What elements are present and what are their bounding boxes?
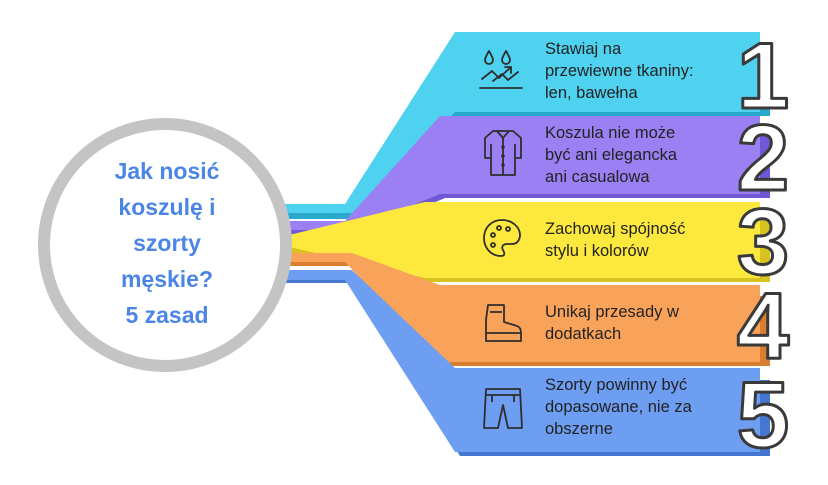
number-labels: 1 2 3 4 5 [735,22,790,469]
item-1-text: Stawiaj na przewiewne tkaniny: len, bawe… [545,40,694,102]
band-1 [285,32,770,219]
band-1-shape [285,32,760,213]
band-5 [285,270,770,456]
band-2-shape [285,116,760,230]
water-drops-icon [479,50,523,89]
center-ring [38,118,292,372]
shorts-icon [483,388,523,429]
boot-icon [485,304,522,342]
palette-icon [483,219,521,257]
band-5-shape [285,270,760,452]
item-2-text: Koszula nie może być ani elegancka ani c… [545,124,678,186]
item-4-text: Unikaj przesady w dodatkach [545,303,679,343]
item-3-text: Zachowaj spójność stylu i kolorów [545,220,686,260]
band-3 [285,202,770,282]
number-3: 3 [737,189,789,294]
number-4: 4 [737,273,789,378]
band-3-shape [285,202,760,278]
number-5: 5 [737,362,789,467]
band-4-shape [285,253,760,362]
item-5-text: Szorty powinny być dopasowane, nie za ob… [545,376,692,438]
band-4 [285,253,770,366]
center-title: Jak nosić koszulę i szorty męskie? 5 zas… [114,158,220,328]
number-2: 2 [737,105,789,210]
shirt-icon [484,130,522,176]
number-1: 1 [737,23,789,128]
